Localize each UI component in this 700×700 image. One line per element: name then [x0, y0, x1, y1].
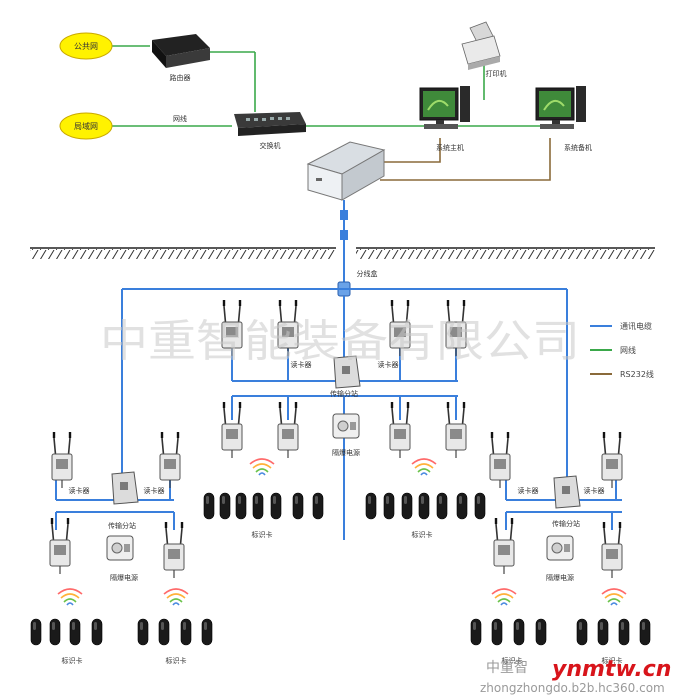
- center-reader-label-2: 读卡器: [378, 360, 399, 369]
- legend-network-cable: 网线: [620, 345, 636, 355]
- trunk-connectors: [340, 210, 348, 240]
- right-transmit-station-icon: [553, 475, 581, 509]
- right-card-label-2: 标识卡: [602, 656, 623, 665]
- center-power-label: 隔爆电源: [332, 448, 360, 457]
- switch-label: 交换机: [260, 141, 281, 150]
- router-icon: [152, 34, 210, 68]
- rs232-lines: [380, 138, 551, 181]
- lan-label: 局域网: [74, 121, 98, 131]
- center-reader-label-1: 读卡器: [291, 360, 312, 369]
- left-power-label: 隔爆电源: [110, 573, 138, 582]
- switch-icon: [234, 112, 306, 136]
- left-transmit-station-icon: [111, 471, 139, 505]
- left-reader-label-2: 读卡器: [144, 486, 165, 495]
- legend: 通讯电缆 网线 RS232线: [590, 321, 654, 379]
- host-pc-label: 系统主机: [436, 143, 464, 152]
- public-network-node: 公共网: [59, 32, 113, 60]
- right-transmit-label: 传输分站: [552, 519, 580, 528]
- center-transmit-label: 传输分站: [330, 389, 358, 398]
- center-card-label-1: 标识卡: [252, 530, 273, 539]
- right-reader-label-1: 读卡器: [518, 486, 539, 495]
- left-id-card-icons: [30, 618, 213, 646]
- printer-label: 打印机: [486, 69, 507, 78]
- computer-icon: [419, 85, 471, 130]
- footer: 中重智 ynmtw.cn zhongzhongdo.b2b.hc360.com: [480, 657, 671, 695]
- splitter-label: 分线盒: [357, 269, 378, 278]
- footer-brand: 中重智: [486, 660, 528, 676]
- backup-computer-icon: [535, 85, 587, 130]
- printer-icon: [461, 21, 501, 70]
- ground-surface: [30, 247, 655, 259]
- legend-comm-cable: 通讯电缆: [620, 321, 652, 331]
- backup-pc-label: 系统备机: [564, 143, 592, 152]
- left-card-label-1: 标识卡: [62, 656, 83, 665]
- public-network-label: 公共网: [74, 42, 98, 51]
- network-cable-label: 网线: [173, 114, 187, 123]
- left-reader-label-1: 读卡器: [69, 486, 90, 495]
- footer-url: zhongzhongdo.b2b.hc360.com: [480, 681, 665, 695]
- right-card-label-1: 标识卡: [502, 656, 523, 665]
- right-power-label: 隔爆电源: [546, 573, 574, 582]
- right-power-supply-icon: [546, 535, 574, 561]
- lan-node: 局域网: [59, 112, 113, 140]
- left-transmit-label: 传输分站: [108, 521, 136, 530]
- right-id-card-icons: [470, 618, 651, 646]
- center-card-label-2: 标识卡: [412, 530, 433, 539]
- footer-logo: ynmtw.cn: [552, 657, 671, 682]
- right-reader-label-2: 读卡器: [584, 486, 605, 495]
- right-signal-waves-icon: [491, 588, 627, 606]
- left-card-label-2: 标识卡: [166, 656, 187, 665]
- left-power-supply-icon: [106, 535, 134, 561]
- server-box-icon: [306, 141, 386, 201]
- left-signal-waves-icon: [57, 588, 189, 606]
- company-watermark: 中重智能装备有限公司: [100, 316, 580, 367]
- legend-rs232: RS232线: [620, 369, 654, 379]
- power-supply-icon: [332, 413, 360, 439]
- router-label: 路由器: [170, 73, 191, 82]
